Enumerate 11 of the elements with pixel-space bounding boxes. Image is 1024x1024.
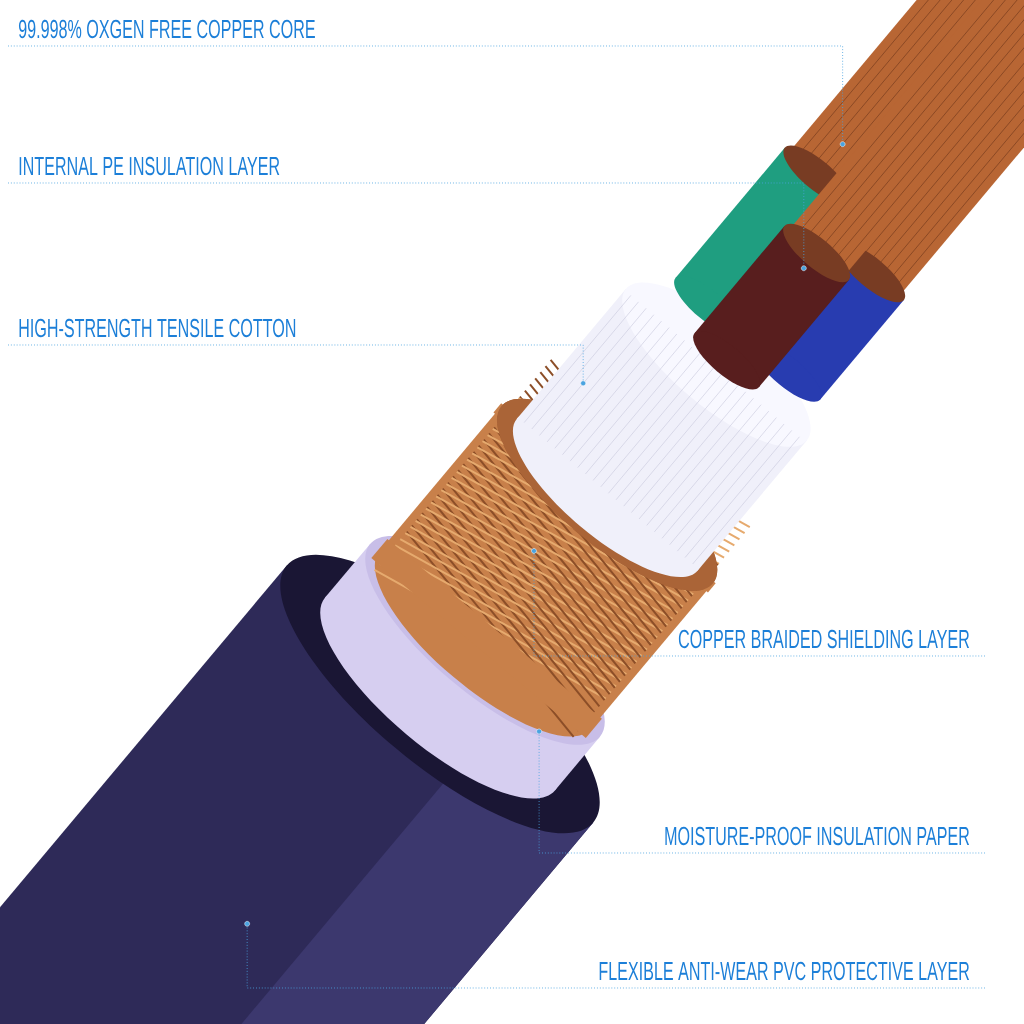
leader-line [7,182,805,266]
layer-label: HIGH-STRENGTH TENSILE COTTON [19,318,296,338]
leader-line [533,553,986,657]
layer-label: INTERNAL PE INSULATION LAYER [19,156,280,176]
leader-line [7,344,584,382]
layer-label: FLEXIBLE ANTI-WEAR PVC PROTECTIVE LAYER [599,961,970,981]
layer-label: 99.998% OXGEN FREE COPPER CORE [18,19,315,39]
layer-label: COPPER BRAIDED SHIELDING LAYER [678,629,970,649]
leader-line [538,733,986,854]
layer-label: MOISTURE-PROOF INSULATION PAPER [665,826,970,846]
leader-line [7,45,844,142]
